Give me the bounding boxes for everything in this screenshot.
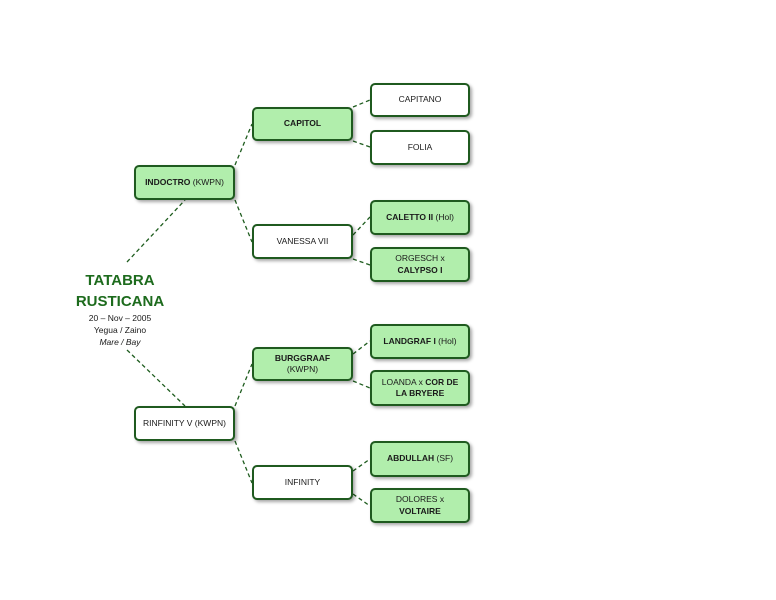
dam-dam-box: INFINITY (252, 465, 353, 500)
dd-dam-box: DOLORES x VOLTAIRE (370, 488, 470, 523)
sd-sire-box: CALETTO II (Hol) (370, 200, 470, 235)
connector-ds-sire (352, 340, 371, 355)
connector-subject-dam (126, 349, 186, 407)
sd-sire-studbook: (Hol) (433, 211, 454, 222)
subject-name-line1: TATABRA (85, 272, 155, 289)
sire-name: INDOCTRO (145, 176, 191, 187)
dam-sire-box: BURGGRAAF (KWPN) (252, 347, 353, 381)
connector-ds-dam (352, 380, 371, 389)
dam-box: RINFINITY V (KWPN) (134, 406, 235, 441)
subject-name-line2: RUSTICANA (75, 293, 165, 310)
sire-dam-box: VANESSA VII (252, 224, 353, 259)
sd-dam-box: ORGESCH x CALYPSO I (370, 247, 470, 282)
sd-dam-name: CALYPSO I (397, 264, 443, 275)
ss-dam-box: FOLIA (370, 130, 470, 165)
ss-dam-name: FOLIA (407, 141, 433, 152)
ss-sire-name: CAPITANO (398, 94, 442, 105)
ds-sire-box: LANDGRAF I (Hol) (370, 324, 470, 359)
sire-sire-box: CAPITOL (252, 107, 353, 141)
dd-dam-prefix: DOLORES x (395, 494, 445, 505)
connector-sd-sire (352, 216, 371, 236)
dam-name: RINFINITY V (KWPN) (143, 417, 226, 428)
sd-dam-prefix: ORGESCH x (395, 253, 445, 264)
dd-sire-box: ABDULLAH (SF) (370, 441, 470, 477)
connector-dam-sire (234, 363, 253, 407)
ds-dam-name-1: COR DE (425, 376, 459, 387)
sire-box: INDOCTRO (KWPN) (134, 165, 235, 200)
connector-dam-dam (234, 440, 253, 484)
sire-studbook: (KWPN) (190, 176, 224, 187)
dam-sire-studbook: (KWPN) (286, 364, 319, 374)
connector-sire-dam (234, 199, 253, 243)
sire-dam-name: VANESSA VII (276, 235, 329, 246)
connector-dd-sire (352, 458, 371, 472)
ds-sire-studbook: (Hol) (435, 335, 457, 346)
subject-sex-color-en: Mare / Bay (99, 337, 141, 347)
subject-sex-color-es: Yegua / Zaino (93, 325, 147, 335)
sire-sire-name: CAPITOL (283, 118, 322, 129)
dam-sire-name: BURGGRAAF (274, 352, 331, 363)
dd-sire-name: ABDULLAH (386, 453, 435, 464)
ds-dam-name-2: LA BRYERE (395, 388, 445, 398)
subject-birth-date: 20 – Nov – 2005 (88, 313, 152, 323)
connector-ss-sire (352, 99, 371, 108)
sd-sire-name: CALETTO II (386, 211, 434, 222)
ds-sire-name: LANDGRAF I (383, 335, 436, 346)
dam-dam-name: INFINITY (284, 476, 321, 487)
connector-subject-sire (126, 199, 186, 263)
ss-sire-box: CAPITANO (370, 83, 470, 117)
ds-dam-prefix: LOANDA x (381, 376, 426, 387)
dd-sire-studbook: (SF) (434, 453, 454, 464)
connector-ss-dam (352, 140, 371, 148)
connector-sire-sire (234, 123, 253, 166)
dd-dam-name: VOLTAIRE (399, 505, 441, 516)
subject-info: TATABRA RUSTICANA 20 – Nov – 2005 Yegua … (60, 270, 180, 348)
connector-sd-dam (352, 258, 371, 266)
connector-dd-dam (352, 493, 371, 507)
ds-dam-box: LOANDA x COR DE LA BRYERE (370, 370, 470, 406)
